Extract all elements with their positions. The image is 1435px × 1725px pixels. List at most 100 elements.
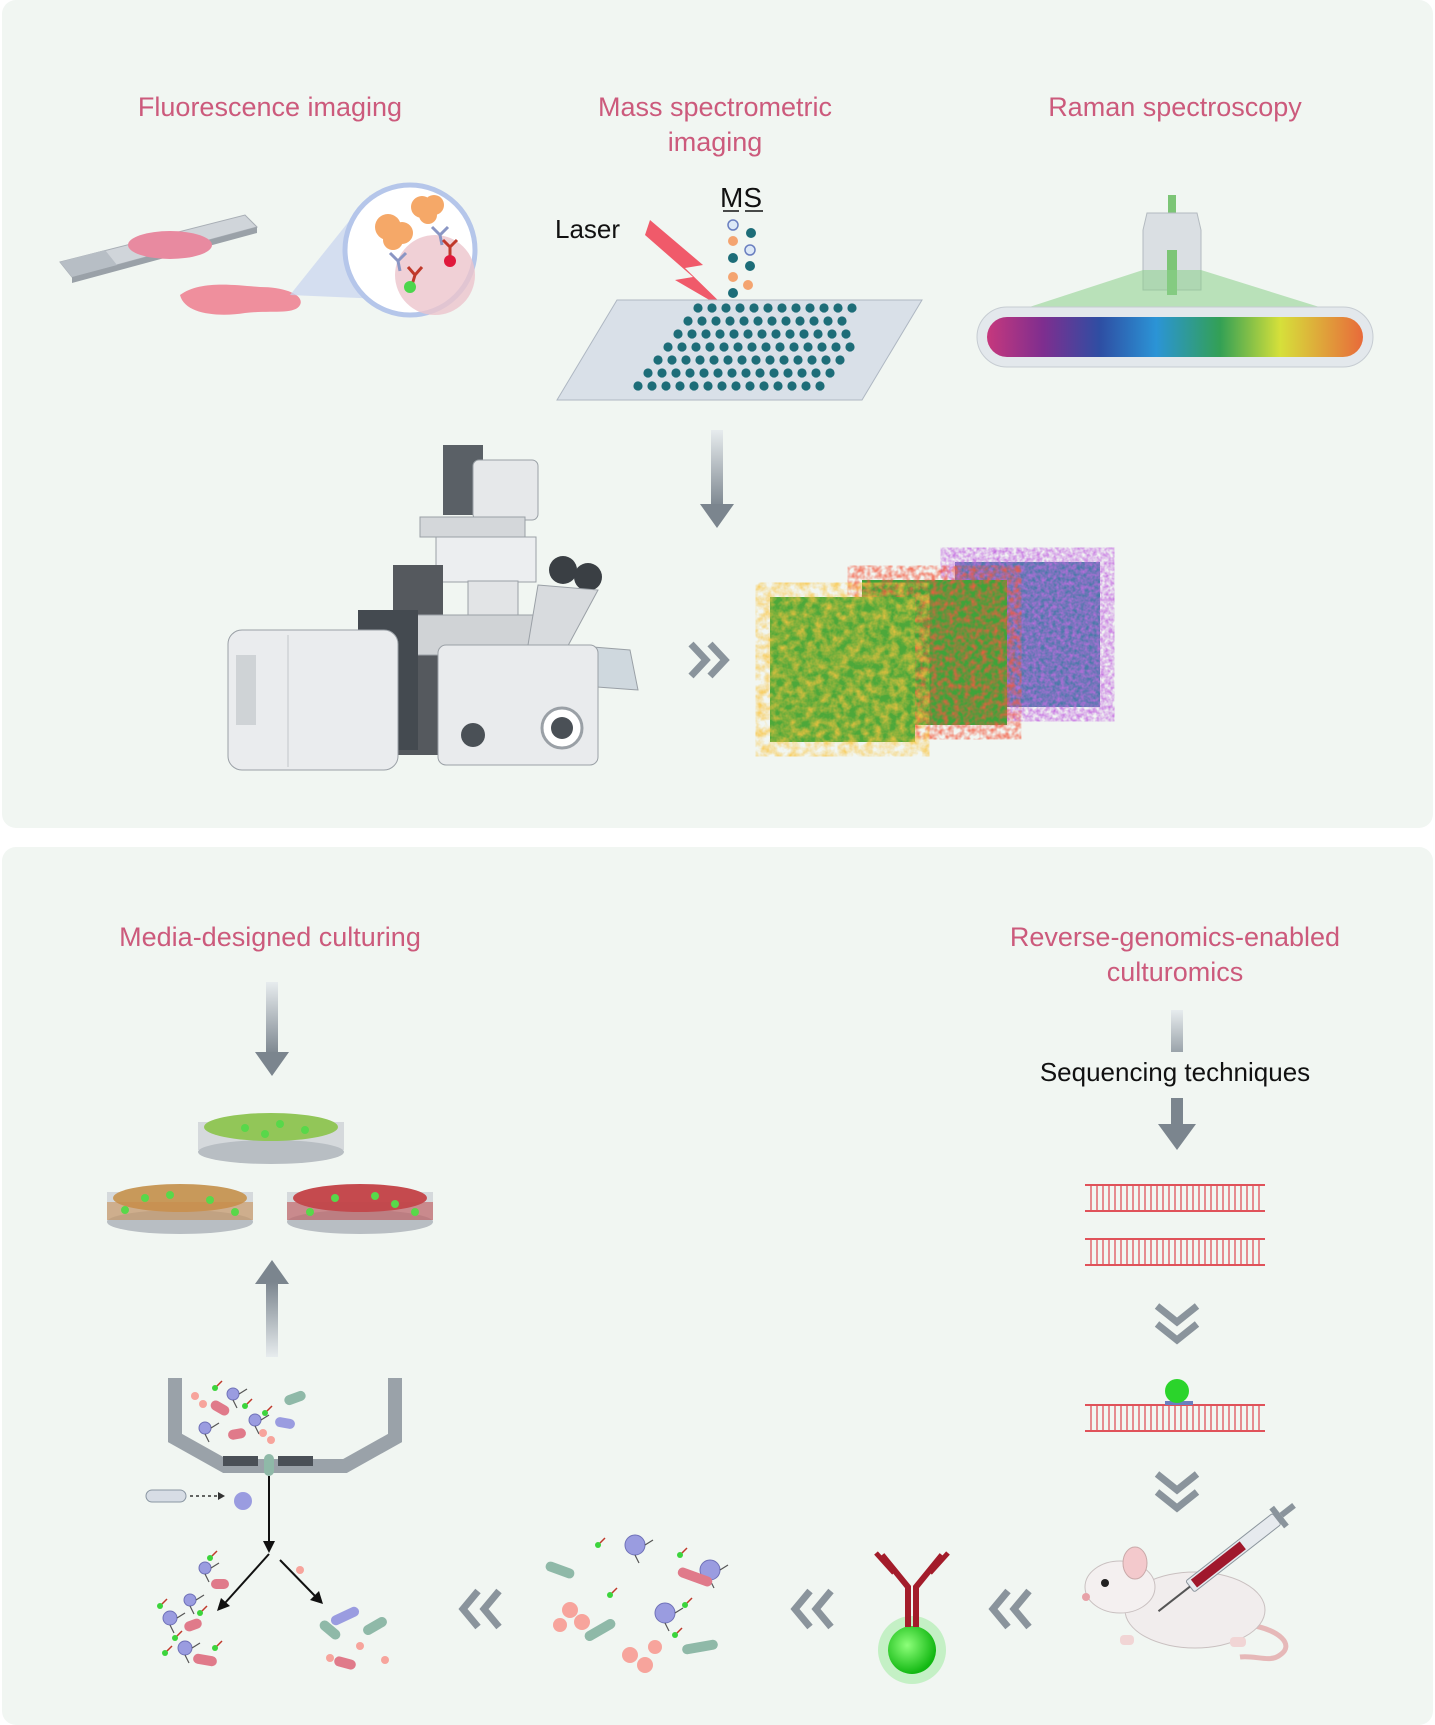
sample-spot (821, 355, 831, 365)
sample-spot (827, 329, 837, 339)
sample-spot (691, 342, 701, 352)
sequencing-techniques-label: Sequencing techniques (1039, 1057, 1311, 1087)
sample-spot (845, 342, 855, 352)
sample-spot (721, 303, 731, 313)
sample-spot (731, 381, 741, 391)
imaging-result-tiles (770, 562, 1100, 742)
tissue-sample (180, 284, 301, 315)
antibody-bead-icon (874, 1551, 950, 1684)
bead (574, 1614, 590, 1630)
sample-spot (767, 316, 777, 326)
fluor-dot (162, 1650, 168, 1656)
sample-spot (769, 368, 779, 378)
raman-spectroscopy-title: Raman spectroscopy (1048, 92, 1302, 122)
sample-spot (693, 303, 703, 313)
sample-spot (743, 329, 753, 339)
double-chevron-left-icon (988, 1588, 1032, 1630)
pilus (189, 1605, 195, 1615)
pilus (232, 1399, 238, 1409)
mass-spectrometric-imaging-title: Mass spectrometric imaging (597, 92, 833, 157)
sample-spots (633, 303, 857, 391)
mass-spec-plate-illustration: MS Laser (555, 182, 923, 401)
sample-spot (847, 303, 857, 313)
sample-spot (663, 342, 673, 352)
sample-spot (799, 329, 809, 339)
sample-spot (807, 355, 817, 365)
ms-label: MS (720, 182, 762, 213)
sample-spot (733, 342, 743, 352)
up-arrow (255, 1260, 289, 1357)
double-chevron-left-icon (790, 1588, 834, 1630)
fluor-dot (212, 1645, 218, 1651)
sample-spot (791, 303, 801, 313)
double-chevron-left-icon (458, 1588, 502, 1630)
sample-spot (819, 303, 829, 313)
sample-spot (667, 355, 677, 365)
fluorescence-imaging-title: Fluorescence imaging (137, 92, 403, 122)
laser-label: Laser (555, 214, 620, 244)
media-designed-culturing-title: Media-designed culturing (119, 922, 421, 952)
sample-spot (779, 355, 789, 365)
raman-spectrometer-illustration (976, 195, 1374, 368)
bead (622, 1647, 638, 1663)
fluor-dot (262, 1410, 268, 1416)
bead (199, 1400, 207, 1408)
sample-spot (701, 329, 711, 339)
sample-spot (633, 381, 643, 391)
sample-spot (681, 355, 691, 365)
sample-spot (717, 381, 727, 391)
sample-spot (739, 316, 749, 326)
raman-spectrum-bar (987, 317, 1363, 357)
sample-spot (745, 381, 755, 391)
pilus (719, 1564, 729, 1571)
sample-spot (757, 329, 767, 339)
coccus-cell (226, 1387, 240, 1401)
bead (553, 1618, 567, 1632)
reverse-genomics-culturomics-title: Reverse-genomics-enabled culturomics (1009, 922, 1341, 987)
double-chevron-down-icon (1154, 1471, 1200, 1513)
sample-spot (725, 316, 735, 326)
pilus (210, 1422, 220, 1429)
sample-spot (695, 355, 705, 365)
sample-spot (783, 368, 793, 378)
sample-spot (793, 355, 803, 365)
fluor-dot (672, 1632, 678, 1638)
sample-spot (699, 368, 709, 378)
dna-double-strand (1085, 1184, 1265, 1212)
sample-spot (707, 303, 717, 313)
coccus-cell (198, 1561, 212, 1575)
pilus (184, 1654, 190, 1664)
down-arrow (700, 430, 734, 528)
sample-spot (759, 381, 769, 391)
bead (648, 1640, 662, 1654)
down-arrow (255, 982, 289, 1076)
pilus (254, 1425, 260, 1435)
sample-spot (785, 329, 795, 339)
fluorescent-probe-dot (1165, 1379, 1189, 1403)
coccus-cell (177, 1640, 193, 1656)
sample-spot (675, 381, 685, 391)
bead (637, 1657, 653, 1673)
coccus-cell (624, 1534, 646, 1556)
fluor-dot (172, 1635, 178, 1641)
fluor-dot (242, 1403, 248, 1409)
fluor-dot (595, 1542, 601, 1548)
rod-cell (210, 1400, 230, 1416)
sample-spot (647, 381, 657, 391)
dna-double-strand (1085, 1379, 1265, 1432)
coccus-cell (183, 1593, 197, 1607)
rod-cell (584, 1619, 616, 1641)
bead (562, 1602, 578, 1618)
pilus (664, 1622, 670, 1632)
sample-spot (801, 381, 811, 391)
pilus (674, 1607, 684, 1614)
double-chevron-down-icon (1154, 1303, 1200, 1345)
double-chevron-right-icon (688, 641, 730, 679)
sample-spot (841, 329, 851, 339)
sample-spot (727, 368, 737, 378)
coccus-cell (654, 1602, 676, 1624)
sample-spot (775, 342, 785, 352)
rod-cell (677, 1567, 713, 1587)
sample-spot (811, 368, 821, 378)
sorted-labelled-cells (157, 1550, 229, 1667)
